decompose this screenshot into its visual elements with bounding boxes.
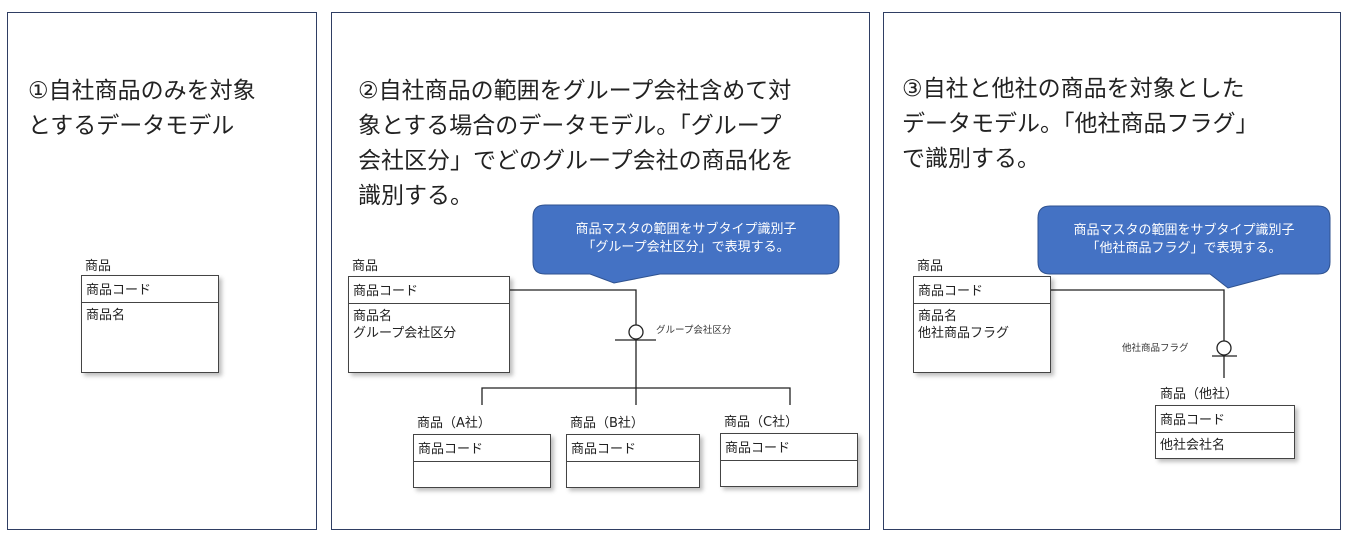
entity-key: 商品コード	[567, 435, 699, 462]
subtype-name: 商品（他社）	[1160, 387, 1239, 402]
entity-name: 商品	[85, 259, 112, 274]
subtype-entity-other: 商品コード 他社会社名	[1155, 405, 1295, 459]
entity-name: 商品	[352, 259, 379, 274]
entity-key: 商品コード	[721, 434, 857, 461]
panel-title-2: ②自社商品の範囲をグループ会社含めて対 象とする場合のデータモデル。「グループ …	[358, 78, 794, 209]
panel-title-1: ①自社商品のみを対象 とするデータモデル	[28, 78, 256, 139]
entity-key: 商品コード	[1156, 406, 1294, 433]
subtype-branch-2	[481, 387, 791, 405]
callout-2: 商品マスタの範囲をサブタイプ識別子 「グループ会社区分」で表現する。	[575, 222, 797, 255]
callout-shape-2	[532, 204, 840, 284]
relationship-line-3	[1051, 289, 1225, 341]
discriminator-label: グループ会社区分	[656, 325, 732, 336]
subtype-name: 商品（B社）	[570, 416, 644, 431]
entity-key: 商品コード	[82, 276, 218, 303]
subtype-entity-b: 商品コード	[566, 434, 700, 488]
subtype-name: 商品（C社）	[724, 415, 799, 430]
entity-attrs: 商品名 グループ会社区分	[353, 309, 457, 341]
subtype-name: 商品（A社）	[417, 416, 491, 431]
entity-name: 商品	[917, 259, 944, 274]
subtype-entity-c: 商品コード	[720, 433, 858, 487]
callout-shape-3	[1037, 205, 1331, 289]
callout-3: 商品マスタの範囲をサブタイプ識別子 「他社商品フラグ」で表現する。	[1073, 223, 1295, 256]
subtype-symbol-3	[1216, 340, 1232, 356]
entity-key: 商品コード	[349, 277, 509, 304]
entity-attrs: 商品名	[86, 308, 126, 323]
panel-1	[7, 12, 317, 530]
subtype-entity-a: 商品コード	[413, 434, 551, 488]
entity-product: 商品コード 商品名 グループ会社区分	[348, 276, 510, 373]
entity-key: 商品コード	[914, 277, 1050, 304]
discriminator-label: 他社商品フラグ	[1122, 343, 1189, 354]
entity-attrs: 他社会社名	[1160, 438, 1226, 453]
entity-key: 商品コード	[414, 435, 550, 462]
relationship-line-2	[510, 289, 637, 325]
subtype-symbol-2	[628, 324, 644, 340]
entity-product: 商品コード 商品名	[81, 275, 219, 373]
entity-product: 商品コード 商品名 他社商品フラグ	[913, 276, 1051, 373]
panel-title-3: ③自社と他社の商品を対象とした データモデル。「他社商品フラグ」 で識別する。	[902, 76, 1259, 172]
entity-attrs: 商品名 他社商品フラグ	[918, 309, 1010, 341]
